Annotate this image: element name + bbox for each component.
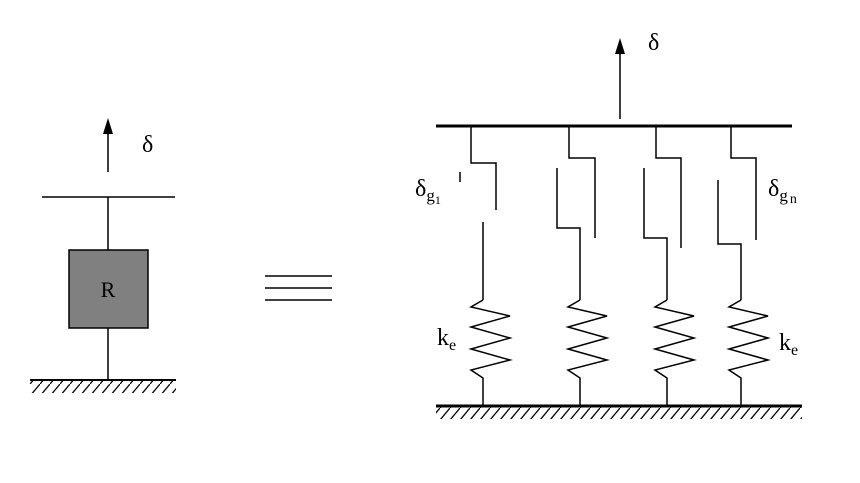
spring-3 (652, 299, 697, 406)
gap-element-2 (556, 126, 596, 300)
left-displacement-arrow-head (103, 118, 113, 134)
spring-1 (468, 299, 513, 406)
right-displacement-arrow-head (615, 38, 625, 54)
left-ground-hatch (30, 381, 176, 393)
left-displacement-label: δ (142, 132, 153, 158)
right-model (436, 38, 802, 419)
right-displacement-label: δ (648, 30, 659, 56)
right-ground-hatch (436, 407, 802, 419)
gap-label-n-background (778, 182, 831, 222)
equivalence-sign (265, 275, 332, 301)
gap-label-first: δg1 (415, 176, 441, 207)
stiffness-label-right: ke (779, 330, 798, 359)
equivalence-symbol: ≡ (298, 295, 299, 297)
gap-element-4 (717, 126, 757, 300)
spring-4 (726, 299, 771, 406)
block-label: R (101, 277, 116, 302)
stiffness-label-left: ke (437, 325, 456, 354)
rigid-block-r (68, 249, 149, 329)
spring-2 (565, 299, 610, 406)
gap-element-3 (643, 126, 682, 300)
left-model (30, 118, 176, 393)
gap-label-1-background (422, 182, 486, 222)
